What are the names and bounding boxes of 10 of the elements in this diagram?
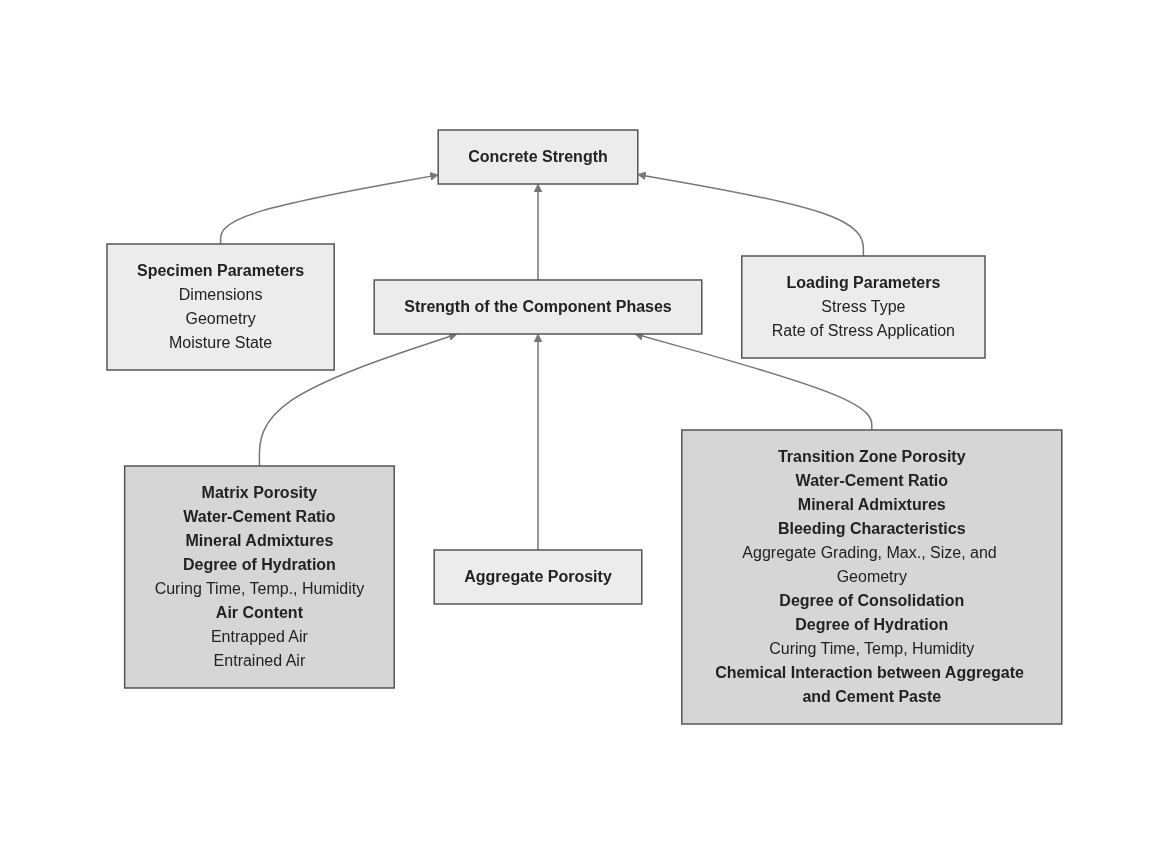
node-box: Transition Zone Porosity Water-Cement Ratio Mineral Admixtures Bleeding Characteristics Aggregate Grading, Max., Size, and Geometry Degree of Consolidation Degree of Hydration Curing Time, Temp, Humidity Chemical Interaction between Aggregate and Cement Paste bbox=[680, 428, 1063, 725]
node-box: Concrete Strength bbox=[437, 128, 639, 185]
node-box: Specimen Parameters Dimensions Geometry Moisture State bbox=[105, 242, 335, 371]
node-box: Matrix Porosity Water-Cement Ratio Mineral Admixtures Degree of Hydration Curing Time, Temp., Humidity Air Content Entrapped Air Entrained Air bbox=[123, 464, 395, 689]
node-box: Loading Parameters Stress Type Rate of Stress Application bbox=[740, 254, 986, 359]
node-box: Aggregate Porosity bbox=[433, 548, 643, 605]
node-box: Strength of the Component Phases bbox=[373, 278, 703, 335]
arrow bbox=[637, 171, 864, 257]
arrow bbox=[533, 333, 542, 551]
arrow bbox=[533, 183, 542, 281]
